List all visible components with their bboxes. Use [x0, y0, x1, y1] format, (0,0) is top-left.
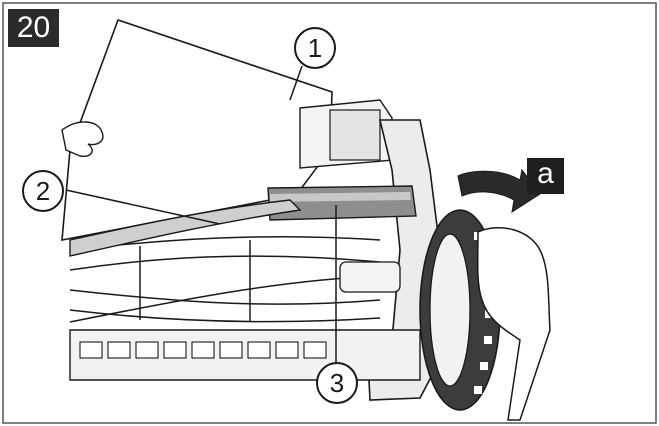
wheel-hub — [429, 233, 471, 387]
reel-shaft — [339, 261, 401, 293]
leader-lines — [65, 65, 337, 362]
housing-bracket — [329, 109, 381, 161]
rotation-arrow — [457, 168, 541, 214]
step-number-badge: 20 — [8, 9, 59, 47]
direction-label-badge: a — [527, 158, 564, 194]
reel-blades — [69, 235, 381, 323]
callout-1: 1 — [294, 27, 336, 69]
callout-2: 2 — [22, 170, 64, 212]
blade-strip — [69, 199, 302, 257]
cutting-bar-highlight — [270, 192, 411, 202]
bottom-frame-teeth — [79, 341, 327, 359]
callout-3: 3 — [316, 362, 358, 404]
right-hand — [476, 227, 551, 421]
left-hand — [61, 121, 104, 158]
